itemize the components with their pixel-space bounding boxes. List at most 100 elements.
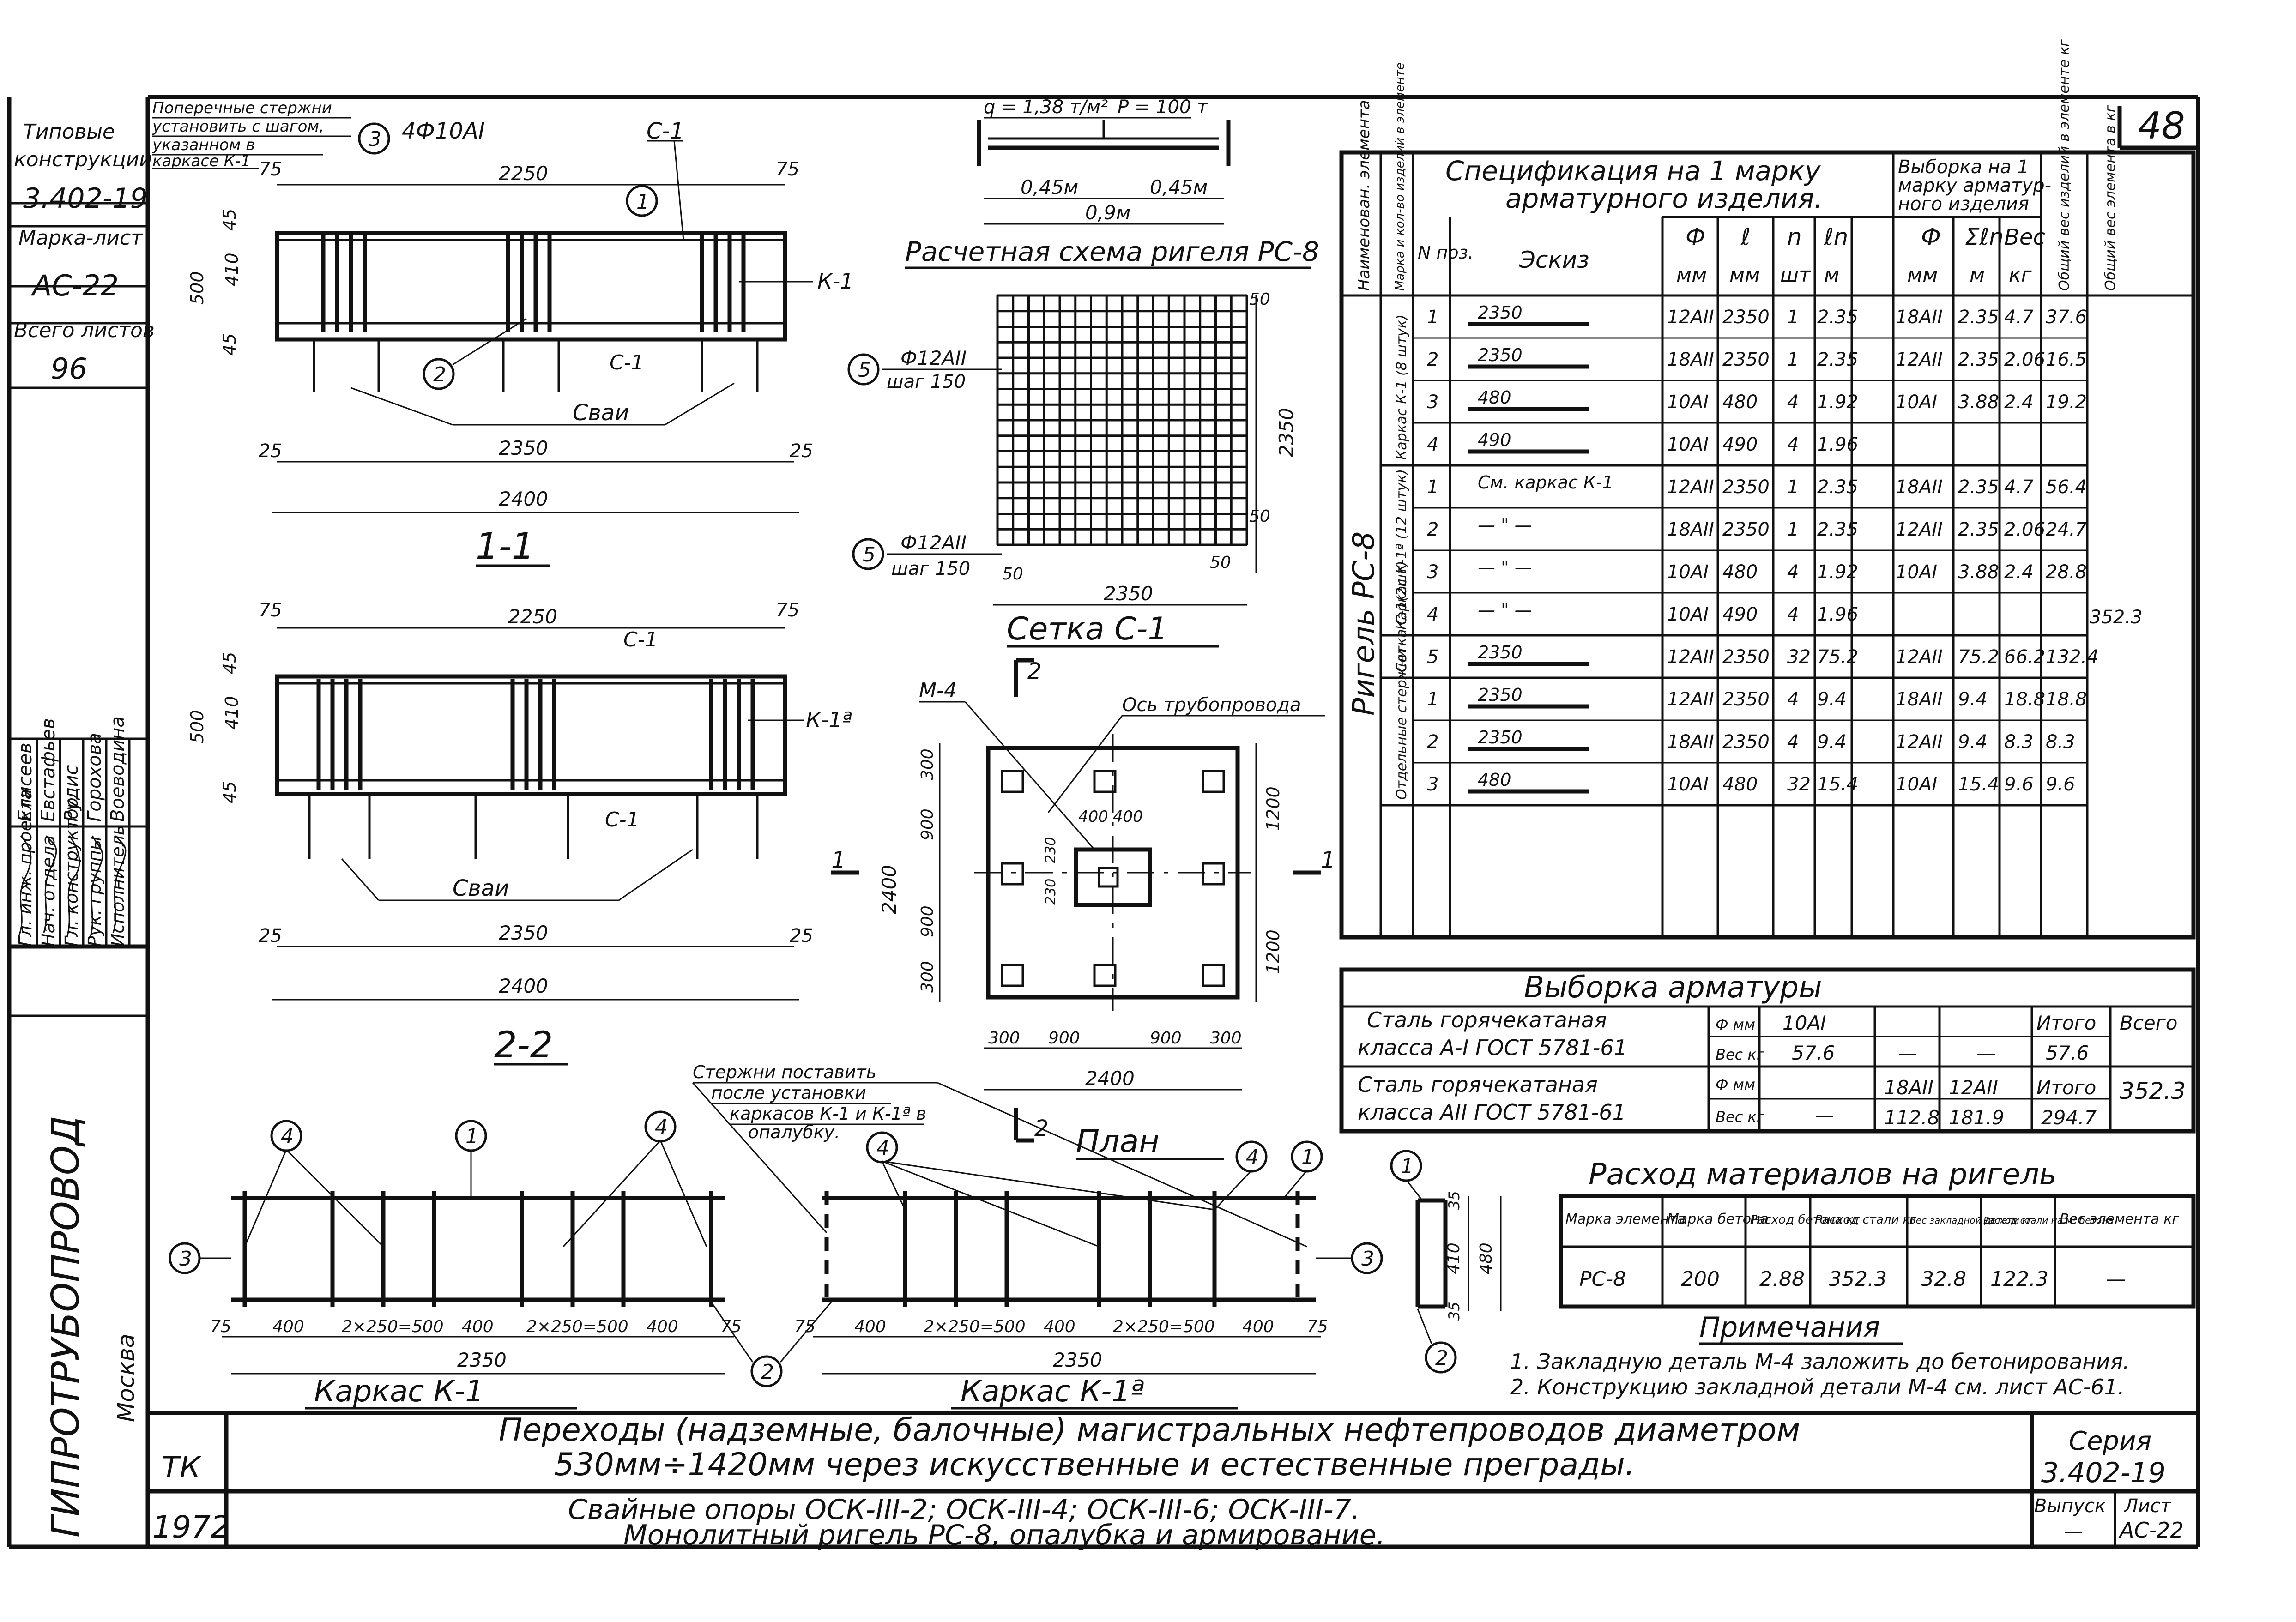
s11-75b: 75 [776, 159, 799, 180]
mesh-50c: 50 [1002, 565, 1023, 584]
plan-axis: Ось трубопровода [1122, 694, 1301, 716]
mat-v3: 2.88 [1759, 1267, 1805, 1291]
sig-role-2: Нач. отдела [38, 835, 59, 947]
spec-cell-phi: 12АII [1667, 476, 1714, 498]
s11-410: 410 [222, 253, 242, 286]
spec-h-sln: Σℓn [1965, 223, 2004, 250]
k1-title: Каркас К-1 [314, 1375, 484, 1409]
spec-cell-ln: 1.96 [1817, 434, 1858, 455]
spec-sample-1: Выборка на 1 [1898, 157, 2029, 178]
k1a-note-3: каркасов К-1 и К-1ª в [730, 1103, 926, 1124]
spec-cell-ln: 1.92 [1817, 392, 1858, 413]
s11-note-1: Поперечные стержни [152, 99, 332, 117]
s22-25b: 25 [790, 925, 813, 947]
plan-1200b: 1200 [1263, 929, 1283, 974]
svg-text:4: 4 [876, 1136, 889, 1160]
k1a-500a: 2×250=500 [924, 1317, 1026, 1336]
spec-element-total: 352.3 [2090, 607, 2143, 628]
s11-2400: 2400 [499, 488, 548, 510]
rs-r1-c2w: — [1898, 1042, 1917, 1064]
spec-sample-2: марку арматур- [1898, 175, 2051, 196]
spec-cell-phi: 10АI [1667, 434, 1709, 455]
spec-cell-l: 2350 [1722, 349, 1770, 370]
spec-cell-pos: 3 [1427, 392, 1438, 413]
s11-25b: 25 [790, 440, 813, 462]
s11-title: 1-1 [476, 526, 534, 567]
spec-cell-pos: 1 [1427, 476, 1438, 498]
spec-cell-tw: 28.8 [2046, 561, 2087, 583]
cs-09: 0,9м [1085, 201, 1130, 224]
rs-grand-label: Всего [2120, 1012, 2178, 1034]
spec-cell-n: 1 [1787, 349, 1799, 370]
s11-2250: 2250 [499, 162, 548, 185]
rs-r2-l2: класса АII ГОСТ 5781-61 [1358, 1100, 1626, 1125]
spec-cell-sketch: — " — [1478, 515, 1532, 535]
materials-table: Расход материалов на ригель Марка элемен… [1559, 1158, 2196, 1309]
spec-cell-sln: 9.4 [1958, 689, 1988, 710]
spec-cell-tw: 18.8 [2046, 689, 2087, 710]
spec-cell-ln: 2.35 [1817, 476, 1858, 498]
page-number: 48 [2138, 104, 2185, 147]
sig-name-1: Елисеев [15, 742, 36, 822]
spec-cell-l: 490 [1722, 604, 1758, 625]
k1a-75a: 75 [794, 1317, 816, 1336]
mesh-bar-top: Ф12АII [900, 347, 967, 369]
svg-text:4: 4 [281, 1125, 294, 1148]
s11-25a: 25 [259, 440, 282, 462]
spec-cell-pos: 3 [1427, 561, 1438, 583]
rs-title: Выборка арматуры [1524, 971, 1822, 1005]
det-35b: 35 [1445, 1302, 1463, 1321]
rs-u-phi1: Ф мм [1716, 1016, 1755, 1033]
spec-cell-pos: 4 [1427, 604, 1438, 625]
spec-title-2: арматурного изделия. [1505, 183, 1823, 214]
org-city: Москва [113, 1333, 139, 1422]
cs-title: Расчетная схема ригеля РС-8 [905, 236, 1319, 267]
cs-045a: 0,45м [1021, 176, 1078, 199]
plan: 2 М-4 Ось трубопровода 400 400 230 230 1… [831, 658, 1335, 1160]
rs-u-phi2: Ф мм [1716, 1076, 1755, 1093]
spec-cell-l: 2350 [1722, 646, 1770, 668]
k1a-500b: 2×250=500 [1113, 1317, 1215, 1336]
spec-cell-pos: 5 [1427, 646, 1438, 668]
sig-name-3: Рудис [61, 765, 82, 822]
plan-230b: 230 [1043, 879, 1059, 905]
spec-cell-sln: 2.35 [1958, 307, 1999, 328]
spec-cell-tw: 24.7 [2046, 519, 2087, 540]
spec-cell-ln: 2.35 [1817, 307, 1858, 328]
spec-cell-ln: 2.35 [1817, 519, 1858, 540]
k1-500b: 2×250=500 [526, 1317, 628, 1336]
mat-h2: Марка бетона [1667, 1211, 1769, 1227]
spec-cell-sphi: 10АI [1896, 561, 1937, 583]
svg-text:2: 2 [1435, 1346, 1448, 1370]
signatures-block: Гл. инж. проекта Нач. отдела Гл. констру… [9, 716, 148, 1017]
rs-r1-l1: Сталь горячекатаная [1367, 1007, 1607, 1032]
k1a-verticals [903, 1191, 1217, 1307]
mesh-step-bottom: шаг 150 [891, 558, 970, 579]
small-detail: 1 35 410 480 35 2 [1390, 1150, 1502, 1374]
rs-r1-total: 57.6 [2046, 1042, 2089, 1064]
spec-cell-pos: 3 [1427, 774, 1438, 795]
rs-r1-c3w: — [1976, 1042, 1996, 1064]
plan-2400v: 2400 [878, 865, 900, 914]
title-block: ТК 1972 Переходы (надземные, балочные) м… [148, 1411, 2198, 1551]
spec-h-n-u: шт [1780, 263, 1811, 287]
mat-h1: Марка элемента [1565, 1211, 1686, 1227]
mesh-2350h: 2350 [1104, 582, 1153, 605]
s11-c1b: С-1 [610, 351, 644, 374]
section-1-1: Поперечные стержни установить с шагом, у… [152, 99, 854, 567]
svg-text:2: 2 [761, 1360, 774, 1384]
spec-cell-sketch: — " — [1478, 557, 1532, 578]
spec-cell-l: 480 [1722, 561, 1758, 583]
mat-v6: 122.3 [1990, 1267, 2048, 1291]
spec-cell-phi: 10АI [1667, 604, 1709, 625]
spec-cell-w: 2.4 [2004, 392, 2034, 413]
spec-cell-sphi: 12АII [1896, 731, 1943, 753]
spec-cell-phi: 18АII [1667, 519, 1714, 540]
plan-m4: М-4 [919, 679, 957, 702]
spec-cell-sketch: 490 [1478, 430, 1511, 450]
spec-cell-pos: 4 [1427, 434, 1438, 455]
spec-cell-sphi: 10АI [1896, 774, 1937, 795]
spec-cell-w: 4.7 [2004, 476, 2034, 498]
spec-cell-sphi: 12АII [1896, 646, 1943, 668]
svg-text:1: 1 [1401, 1155, 1414, 1178]
